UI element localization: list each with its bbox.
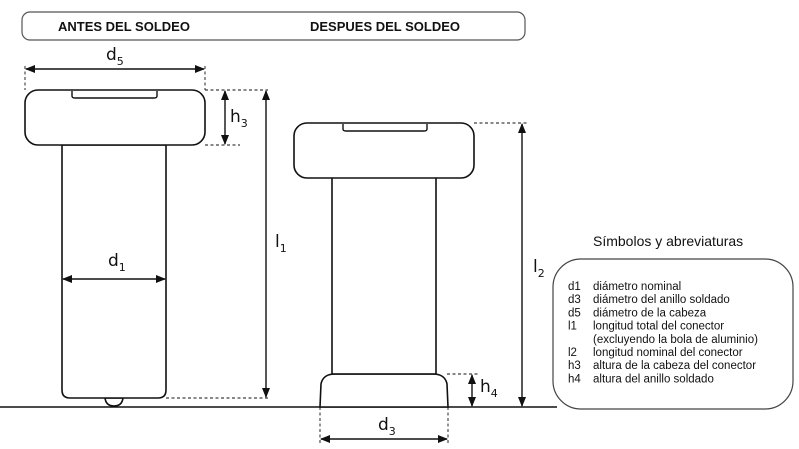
- d5-label: d5: [106, 45, 124, 68]
- before-welding-label: ANTES DEL SOLDEO: [58, 19, 190, 34]
- legend-symbol: l1: [568, 321, 577, 333]
- after-welding-label: DESPUES DEL SOLDEO: [310, 19, 460, 34]
- legend-symbol: l2: [568, 347, 577, 359]
- stud-head-before: [24, 89, 206, 146]
- stud-before-welding: [24, 89, 206, 407]
- legend-item: (excluyendo la bola de aluminio): [593, 334, 758, 346]
- legend-item: h3 altura de la cabeza del conector: [568, 360, 756, 372]
- legend-description: diámetro del anillo soldado: [593, 294, 730, 306]
- legend-list: d1 diámetro nominal d3 diámetro del anillo …: [568, 281, 758, 385]
- legend-title: Símbolos y abreviaturas: [593, 233, 743, 249]
- l2-label: l2: [533, 257, 545, 280]
- weld-ring: [319, 373, 449, 408]
- legend-item: d5 diámetro de la cabeza: [568, 307, 707, 319]
- h4-label: h4: [480, 377, 498, 400]
- legend-symbol: h4: [568, 373, 581, 385]
- stud-after-welding: [293, 122, 475, 408]
- legend-description: longitud nominal del conector: [593, 347, 743, 359]
- legend-box: [552, 258, 794, 410]
- legend-symbol: d1: [568, 281, 581, 293]
- d3-label: d3: [378, 415, 396, 438]
- d1-label: d1: [108, 251, 126, 274]
- stud-head-after: [293, 122, 475, 179]
- header-box: [21, 11, 526, 41]
- head-notch-before: [71, 91, 158, 99]
- legend-item: l2 longitud nominal del conector: [568, 347, 743, 359]
- legend-symbol: h3: [568, 360, 581, 372]
- legend-description: diámetro de la cabeza: [593, 307, 707, 319]
- legend-item: l1 longitud total del conector: [568, 321, 724, 333]
- head-notch-after: [342, 124, 428, 132]
- legend-description: (excluyendo la bola de aluminio): [593, 334, 758, 346]
- stud-shank-after: [331, 176, 437, 375]
- legend-description: longitud total del conector: [593, 321, 724, 333]
- legend-description: altura del anillo soldado: [593, 373, 714, 385]
- stud-shank-before: [61, 144, 167, 399]
- legend-symbol: d5: [568, 307, 581, 319]
- h3-label: h3: [230, 107, 248, 130]
- legend-item: d1 diámetro nominal: [568, 281, 681, 293]
- l1-label: l1: [275, 232, 287, 255]
- legend-item: h4 altura del anillo soldado: [568, 373, 714, 385]
- legend-item: d3 diámetro del anillo soldado: [568, 294, 730, 306]
- legend-description: diámetro nominal: [593, 281, 681, 293]
- aluminium-ball: [104, 397, 124, 407]
- legend-symbol: d3: [568, 294, 581, 306]
- legend-description: altura de la cabeza del conector: [593, 360, 756, 372]
